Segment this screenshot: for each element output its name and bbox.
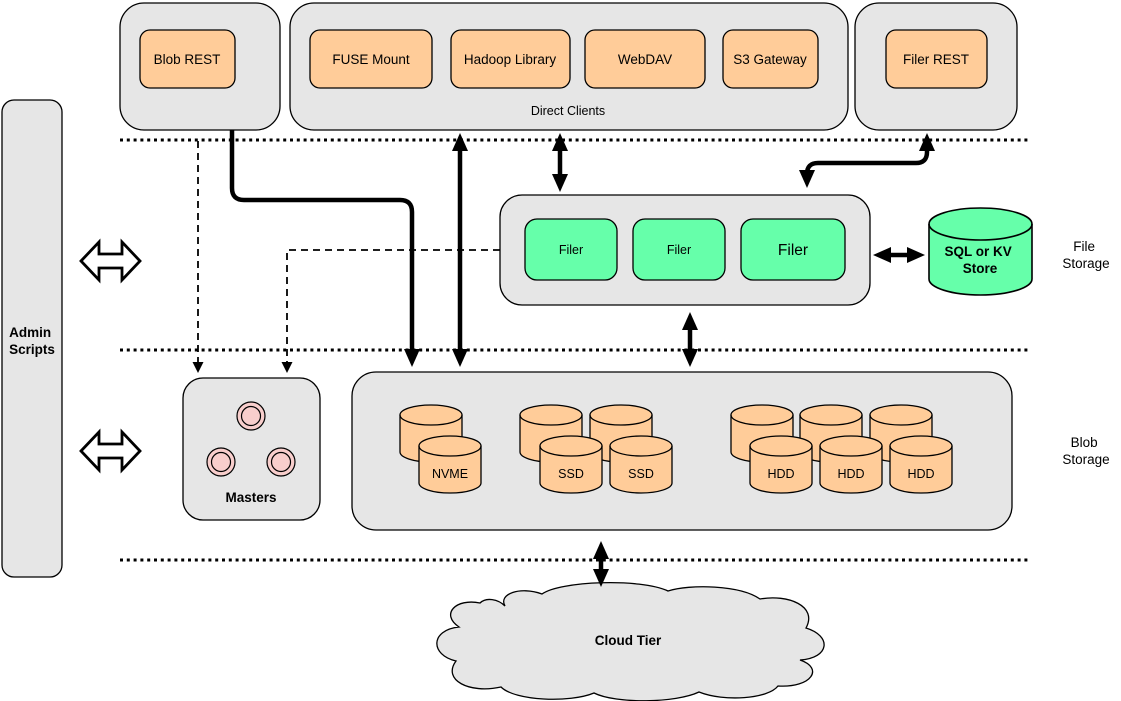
nvme-cylinder-front-icon <box>418 435 482 494</box>
hdd-cylinder-front-icon <box>749 435 813 494</box>
nvme-label: NVME <box>432 467 468 481</box>
blob-rest-to-volumes-arrow <box>229 130 420 367</box>
blob-storage-layer-label: Blob Storage <box>1062 435 1109 467</box>
filer-label-3: Filer <box>778 242 808 259</box>
filer-rest-to-filer-arrow <box>799 133 935 188</box>
filer-rest-group: Filer REST <box>854 2 1018 131</box>
filer-box-3 <box>740 218 846 281</box>
ssd-label: SSD <box>558 467 584 481</box>
fuse-mount-label: FUSE Mount <box>332 52 410 67</box>
hdd-cylinder-front-icon <box>889 435 953 494</box>
cloud-icon <box>436 581 825 701</box>
metadata-store-group: SQL or KV Store <box>928 207 1033 296</box>
masters-container <box>182 377 321 521</box>
cylinder-rim <box>418 445 482 457</box>
webdav-box <box>584 29 706 89</box>
filer-label-1: Filer <box>559 243 583 257</box>
hdd-cylinder-front-icon <box>819 435 883 494</box>
ssd-cylinder-front-icon <box>609 435 673 494</box>
filer-cluster-group: Filer Filer Filer <box>499 194 871 306</box>
filer-box-1 <box>524 218 618 281</box>
file-storage-layer-label: File Storage <box>1062 239 1109 271</box>
s3-gateway-box <box>722 29 819 89</box>
master-node-core-icon <box>270 451 292 473</box>
cylinder-rim <box>609 445 673 457</box>
admin-scripts-label: Admin Scripts <box>9 325 55 357</box>
cylinder-rim <box>589 414 653 426</box>
masters-label: Masters <box>225 490 276 505</box>
cylinder-rim <box>799 414 863 426</box>
cloud-tier-label: Cloud Tier <box>595 633 662 648</box>
cylinder-rim <box>749 445 813 457</box>
blob-rest-box <box>139 29 236 89</box>
blob-rest-label: Blob REST <box>154 52 221 67</box>
hdd-label: HDD <box>907 467 934 481</box>
filer-to-masters-dashed-arrow <box>281 249 500 373</box>
cylinder-rim <box>819 445 883 457</box>
hadoop-library-box <box>450 29 571 89</box>
filer-rest-label: Filer REST <box>903 52 969 67</box>
admin-blob-storage-double-arrow-icon <box>79 428 142 474</box>
hdd-label: HDD <box>837 467 864 481</box>
direct-clients-group: FUSE Mount Hadoop Library WebDAV S3 Gate… <box>289 2 849 131</box>
cylinder-rim <box>889 445 953 457</box>
hadoop-library-label: Hadoop Library <box>464 52 557 67</box>
ssd-label: SSD <box>628 467 654 481</box>
cloud-tier-group: Cloud Tier <box>436 581 825 701</box>
direct-clients-caption: Direct Clients <box>531 104 605 118</box>
cylinder-rim <box>730 414 794 426</box>
metadata-store-label: SQL or KV Store <box>944 244 1015 276</box>
ssd-cylinder-front-icon <box>539 435 603 494</box>
filer-label-2: Filer <box>667 243 691 257</box>
hdd-label: HDD <box>767 467 794 481</box>
cylinder-rim <box>869 414 933 426</box>
admin-file-storage-double-arrow-icon <box>79 238 142 284</box>
volume-servers-group: NVME SSD SSD HDD HDD HDD <box>351 371 1013 531</box>
metadata-store-cylinder-rim <box>928 223 1033 241</box>
cylinder-rim <box>519 414 583 426</box>
cylinder-rim <box>539 445 603 457</box>
filer-box-2 <box>632 218 726 281</box>
masters-group: Masters <box>182 377 321 521</box>
blob-rest-group: Blob REST <box>119 2 281 131</box>
master-node-core-icon <box>240 405 262 427</box>
admin-scripts-panel: Admin Scripts <box>1 99 63 578</box>
s3-gateway-label: S3 Gateway <box>733 52 807 67</box>
master-node-core-icon <box>210 451 232 473</box>
webdav-label: WebDAV <box>618 52 672 67</box>
filer-rest-box <box>885 29 988 89</box>
fuse-mount-box <box>309 29 433 89</box>
metadata-store-cylinder-icon <box>928 207 1033 296</box>
admin-scripts-box <box>1 99 63 578</box>
cylinder-rim <box>399 414 463 426</box>
